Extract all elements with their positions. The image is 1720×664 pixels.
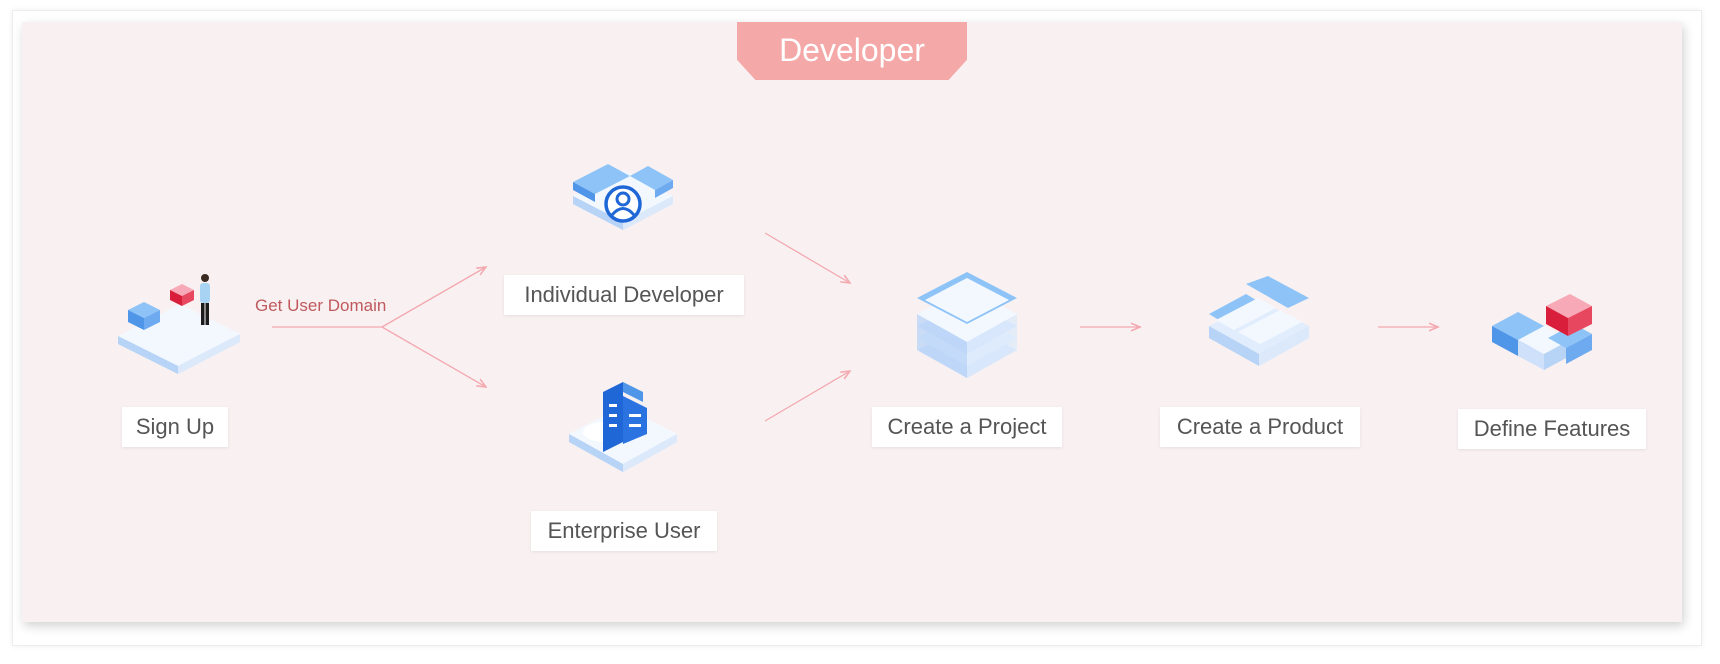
connector-signup-to-individual bbox=[381, 267, 486, 328]
node-define-features: Define Features bbox=[1458, 409, 1646, 449]
node-create-project: Create a Project bbox=[872, 407, 1062, 447]
person-at-platform-icon bbox=[112, 270, 252, 387]
node-create-product: Create a Product bbox=[1160, 407, 1360, 447]
node-sign-up: Sign Up bbox=[122, 407, 228, 447]
node-enterprise-user: Enterprise User bbox=[531, 511, 717, 551]
diagram-panel bbox=[22, 22, 1682, 622]
user-profile-platform-icon bbox=[570, 152, 676, 255]
header-tab: Developer bbox=[737, 22, 967, 80]
connector-individual-to-project bbox=[764, 232, 850, 283]
stacked-layers-icon bbox=[914, 268, 1020, 393]
connector-signup-to-enterprise bbox=[381, 326, 486, 387]
connector-enterprise-to-project bbox=[764, 371, 850, 422]
building-platform-icon bbox=[565, 382, 681, 495]
feature-blocks-icon bbox=[1488, 290, 1596, 385]
product-tiles-icon bbox=[1206, 276, 1312, 381]
node-individual-developer: Individual Developer bbox=[504, 275, 744, 315]
edge-label-get-user-domain: Get User Domain bbox=[255, 296, 387, 315]
